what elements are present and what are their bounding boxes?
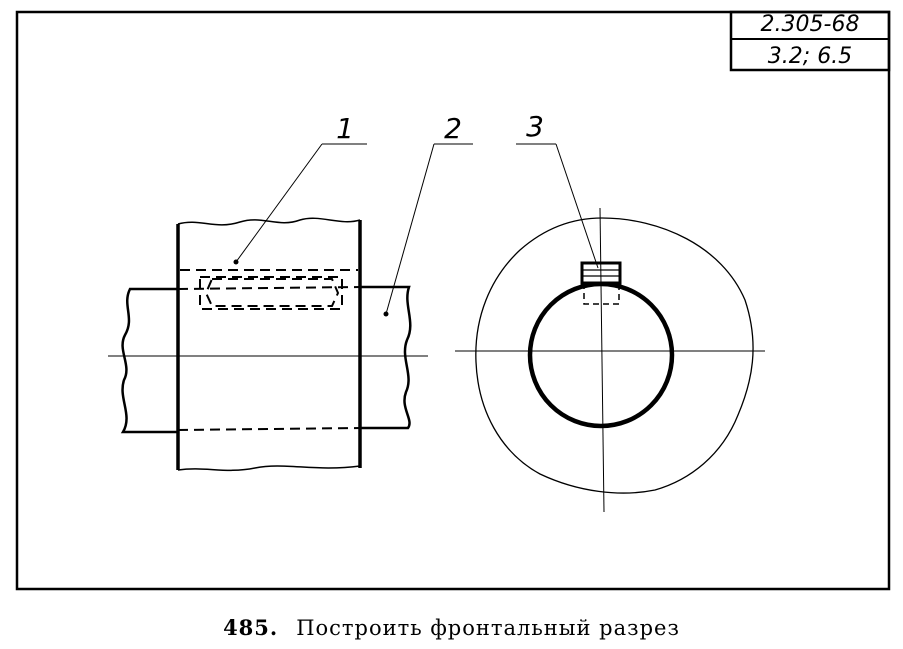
hub-side-contour <box>475 217 754 494</box>
hub-bottom-break <box>177 465 361 472</box>
shaft-left-end <box>120 287 178 434</box>
title-stamp: 2.305-68 3.2; 6.5 <box>729 10 891 72</box>
hidden-key <box>199 276 343 310</box>
shaft-right-end <box>360 285 412 430</box>
side-view: 3 <box>455 110 765 513</box>
label-part-1: 1 <box>336 112 354 145</box>
label-part-3: 3 <box>526 110 544 143</box>
hub-top-break <box>177 217 361 226</box>
figure-task: Построить фронтальный разрез <box>296 616 680 640</box>
figure-caption: 485. Построить фронтальный разрез <box>0 615 903 640</box>
leader-part-2: 2 <box>383 112 473 317</box>
stamp-sections: 3.2; 6.5 <box>768 44 852 69</box>
label-part-2: 2 <box>444 112 462 145</box>
leader-part-1: 1 <box>233 112 367 265</box>
stamp-code: 2.305-68 <box>761 12 860 37</box>
front-view: 1 2 <box>108 112 473 472</box>
drawing-frame <box>15 10 891 591</box>
leader-part-3: 3 <box>516 110 599 269</box>
figure-number: 485. <box>223 615 279 640</box>
